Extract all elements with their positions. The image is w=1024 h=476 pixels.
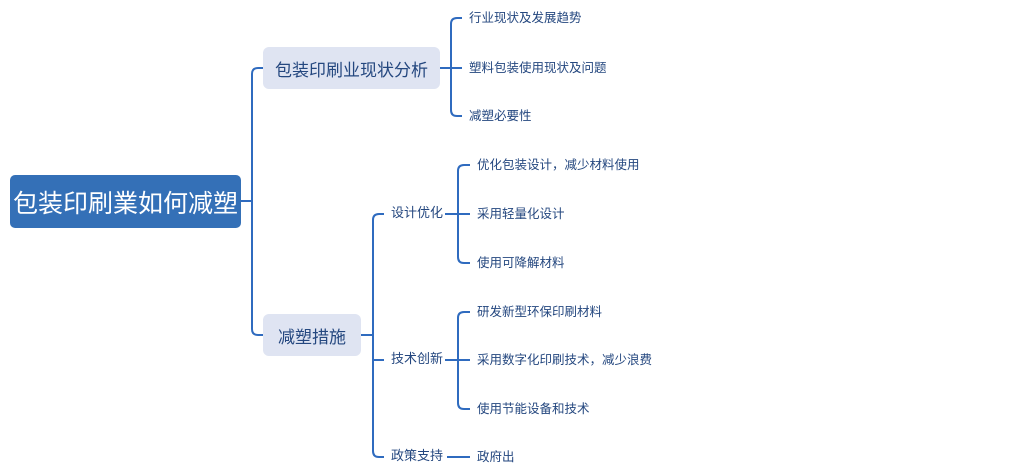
sub-node-tech[interactable]: 技术创新: [391, 352, 444, 367]
leaf-node[interactable]: 塑料包装使用现状及问题: [469, 60, 607, 75]
sub-node-design[interactable]: 设计优化: [391, 206, 444, 221]
sub-node-policy[interactable]: 政策支持: [391, 449, 444, 464]
leaf-node[interactable]: 研发新型环保印刷材料: [477, 304, 603, 319]
tech-branch-line: [445, 311, 470, 410]
analysis-branch-line: [450, 17, 462, 117]
leaf-node[interactable]: 采用数字化印刷技术，减少浪费: [477, 352, 653, 367]
measures-branch-line: [372, 213, 384, 458]
leaf-node[interactable]: 优化包装设计，减少材料使用: [477, 157, 640, 172]
leaf-node[interactable]: 使用可降解材料: [477, 255, 565, 270]
design-branch-line: [445, 164, 470, 264]
branch-measures[interactable]: 减塑措施: [263, 314, 361, 356]
leaf-node[interactable]: 使用节能设备和技术: [477, 401, 590, 416]
branch-analysis[interactable]: 包装印刷业现状分析: [263, 47, 440, 89]
leaf-node[interactable]: 采用轻量化设计: [477, 206, 565, 221]
leaf-node[interactable]: 行业现状及发展趋势: [469, 10, 582, 25]
root-node[interactable]: 包装印刷業如何减塑: [10, 175, 241, 228]
leaf-node[interactable]: 减塑必要性: [469, 108, 532, 123]
leaf-node[interactable]: 政府出: [477, 449, 515, 464]
root-branch-line: [251, 67, 263, 336]
